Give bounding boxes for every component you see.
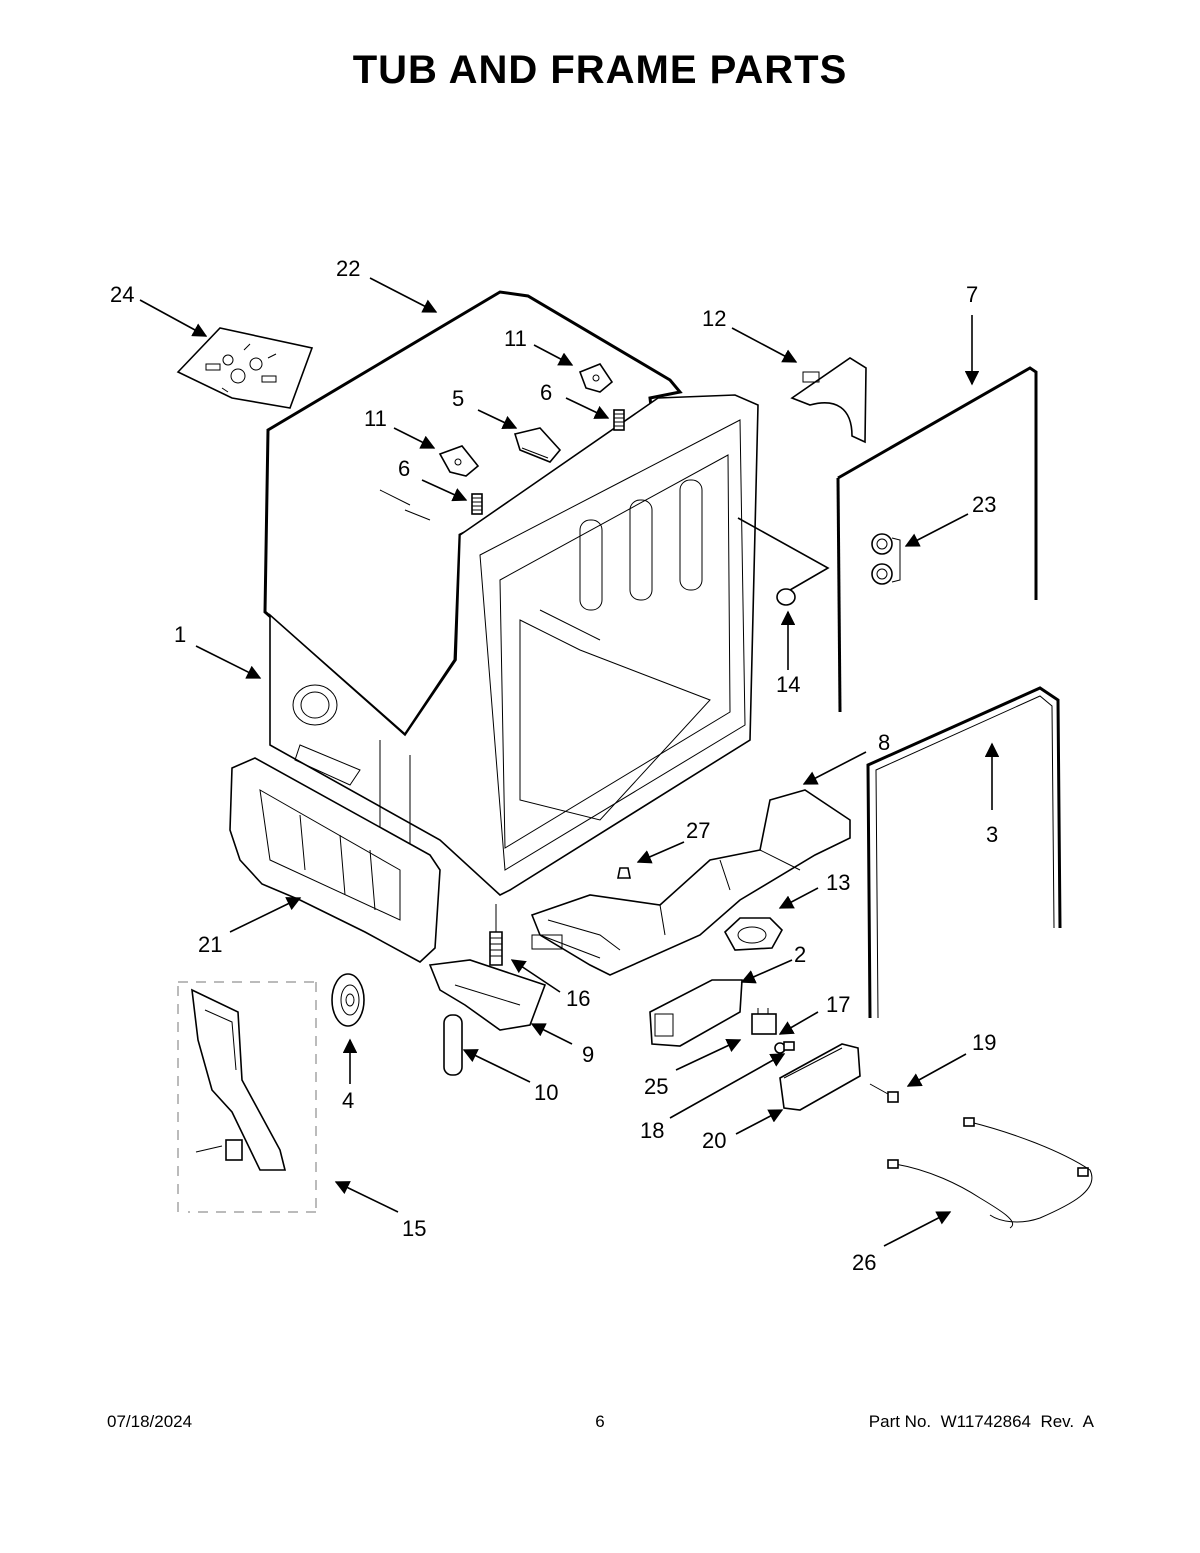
check-valve-assembly	[871, 533, 901, 585]
arrow-25	[675, 1038, 742, 1071]
leg-post	[443, 1014, 463, 1076]
arrow-17	[778, 1011, 819, 1035]
callout-10: 10	[534, 1080, 558, 1105]
page-title: TUB AND FRAME PARTS	[352, 48, 848, 92]
callout-20: 20	[702, 1128, 726, 1153]
callout-19: 19	[972, 1030, 996, 1055]
arrow-6a	[565, 397, 610, 419]
arrow-9	[530, 1023, 573, 1045]
callout-7: 7	[966, 282, 978, 307]
frame-bracket	[229, 757, 441, 963]
callout-25: 25	[644, 1074, 668, 1099]
arrow-19	[906, 1053, 967, 1087]
callout-6a: 6	[540, 380, 552, 405]
arrow-23	[904, 513, 969, 547]
cover-screw	[869, 1083, 899, 1103]
callout-26: 26	[852, 1250, 876, 1275]
callout-23: 23	[972, 492, 996, 517]
callout-15: 15	[402, 1216, 426, 1241]
callout-5: 5	[452, 386, 464, 411]
hardware-kit-bag	[176, 327, 314, 409]
callout-18: 18	[640, 1118, 664, 1143]
arrow-21	[229, 897, 302, 933]
callout-13: 13	[826, 870, 850, 895]
callout-2: 2	[794, 942, 806, 967]
electronic-cover	[779, 1043, 861, 1111]
callout-14: 14	[776, 672, 800, 697]
arrow-22	[369, 277, 438, 313]
arrow-11b	[393, 427, 436, 449]
callout-22: 22	[336, 256, 360, 281]
vent-cover	[790, 357, 867, 444]
sensor-housing	[649, 979, 743, 1047]
arrow-2	[740, 959, 793, 984]
footer-date: 07/18/2024	[107, 1412, 193, 1431]
arrow-13	[778, 887, 819, 909]
callout-9: 9	[582, 1042, 594, 1067]
footer-page-number: 6	[595, 1412, 605, 1431]
screw-upper	[613, 409, 625, 431]
arrow-18	[669, 1053, 786, 1119]
hinge-bracket-upper	[578, 363, 614, 393]
callout-1: 1	[174, 622, 186, 647]
sensor-screw	[774, 1041, 795, 1054]
base-screw	[617, 867, 631, 879]
drive-wheel	[331, 973, 365, 1027]
arrow-16	[510, 959, 561, 993]
door-latch-assembly	[177, 981, 317, 1213]
door-gasket	[866, 686, 1062, 1019]
callout-11a: 11	[504, 326, 527, 351]
hinge-bracket-lower	[438, 445, 480, 477]
hinge-mount-bracket	[513, 427, 562, 463]
arrow-6b	[421, 479, 468, 502]
filter-retainer	[723, 917, 783, 951]
arrow-26	[883, 1211, 952, 1247]
callout-21: 21	[198, 932, 222, 957]
callout-17: 17	[826, 992, 850, 1017]
arrow-8	[802, 751, 867, 785]
arrow-24	[139, 299, 208, 337]
wire-harness	[887, 1117, 1093, 1229]
rear-leg	[428, 959, 547, 1031]
callout-8: 8	[878, 730, 890, 755]
footer-part-number: Part No. W11742864 Rev. A	[868, 1412, 1094, 1431]
callout-16: 16	[566, 986, 590, 1011]
callout-24: 24	[110, 282, 134, 307]
callout-27: 27	[686, 818, 710, 843]
callout-6b: 6	[398, 456, 410, 481]
callout-arrows	[139, 277, 1000, 1247]
foot-spring	[489, 904, 503, 966]
arrow-20	[735, 1109, 784, 1135]
tub-gasket	[836, 366, 1038, 713]
base	[530, 789, 851, 976]
callout-11b: 11	[364, 406, 387, 431]
arrow-15	[334, 1181, 399, 1213]
callout-4: 4	[342, 1088, 354, 1113]
arrow-1	[195, 645, 262, 679]
arrow-10	[462, 1049, 531, 1083]
tub	[269, 394, 759, 896]
arrow-12	[731, 327, 798, 363]
arrow-5	[477, 409, 518, 429]
turbidity-sensor	[751, 1008, 777, 1035]
plug	[737, 517, 830, 606]
screw-lower	[471, 493, 483, 515]
callout-labels: 24 22 11 6 5 11 6 12 7 23 14 1 8 3 27 13…	[110, 256, 998, 1275]
arrow-11a	[533, 344, 574, 366]
callout-3: 3	[986, 822, 998, 847]
callout-12: 12	[702, 306, 726, 331]
arrow-27	[636, 841, 685, 864]
